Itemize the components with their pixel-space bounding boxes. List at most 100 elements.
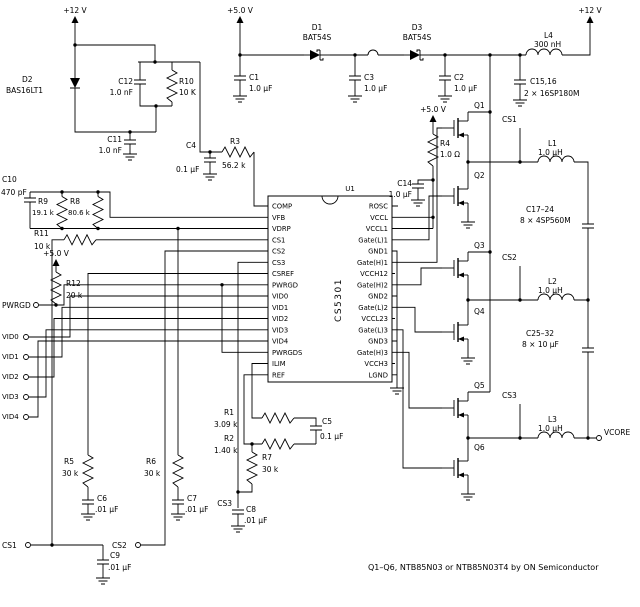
resistor-r4-symbol xyxy=(427,133,439,167)
resistor-r2-symbol xyxy=(261,438,295,450)
r6-value: 30 k xyxy=(144,469,161,478)
r5-value: 30 k xyxy=(62,469,79,478)
ic-pin-label: VCCH3 xyxy=(364,360,388,368)
ground-icon xyxy=(437,95,453,103)
q4-ref: Q4 xyxy=(474,307,485,316)
c25-32-value: 8 × 10 μF xyxy=(522,340,559,349)
inductor-l4-symbol xyxy=(525,48,563,56)
terminal-cs1 xyxy=(25,542,31,548)
d1-value: BAT54S xyxy=(303,33,332,42)
l1-ref: L1 xyxy=(548,139,557,148)
ground-icon xyxy=(347,95,363,103)
ic-pin-label: VDRP xyxy=(272,225,291,233)
r3-ref: R3 xyxy=(230,137,240,146)
ic-pin-label: VID2 xyxy=(272,315,288,323)
resistor-r9-symbol xyxy=(56,196,68,229)
r9-ref: R9 xyxy=(38,197,48,206)
r11-value: 10 k xyxy=(34,242,51,251)
r3-value: 56.2 k xyxy=(222,161,246,170)
r4-value: 1.0 Ω xyxy=(440,150,460,159)
c10-ref: C10 xyxy=(2,175,17,184)
l3-value: 1.0 μH xyxy=(538,424,563,433)
diode-d1-symbol xyxy=(303,49,331,61)
ic-pin-label: VFB xyxy=(272,214,286,222)
diode-d2-symbol xyxy=(69,71,81,97)
c10-value: 470 pF xyxy=(1,188,27,197)
mosfet-q2-symbol xyxy=(441,179,469,213)
ground-icon xyxy=(122,153,138,161)
c8-value: .01 μF xyxy=(244,516,267,525)
ic-pin-label: GND2 xyxy=(368,293,388,301)
c12-ref: C12 xyxy=(118,77,133,86)
resistor-r1-symbol xyxy=(261,412,295,424)
c15-16-ref: C15,16 xyxy=(530,77,557,86)
terminal-vid1 xyxy=(23,354,29,360)
capacitor-c25-32-symbol xyxy=(581,347,595,353)
resistor-r11-symbol xyxy=(63,234,97,246)
capacitor-c11-symbol xyxy=(123,139,137,145)
ic-pin-label: VID4 xyxy=(272,338,288,346)
c15-16-value: 2 × 16SP180M xyxy=(524,89,579,98)
r8-ref: R8 xyxy=(70,197,80,206)
q2-ref: Q2 xyxy=(474,171,485,180)
ground-icon xyxy=(512,99,528,107)
r1-value: 3.09 k xyxy=(214,420,238,429)
ic-left-pin-labels: COMP VFB VDRP CS1 CS2 CS3 CSREF PWRGD VI… xyxy=(272,203,302,380)
r1-ref: R1 xyxy=(224,408,234,417)
c25-32-ref: C25–32 xyxy=(526,329,554,338)
capacitor-c3-symbol xyxy=(348,75,362,81)
ground-icon xyxy=(460,493,476,501)
c11-ref: C11 xyxy=(107,135,122,144)
cs2-sense-label: CS2 xyxy=(502,253,517,262)
ic-pin-label: ROSC xyxy=(369,203,388,211)
rail-12v-left-label: +12 V xyxy=(63,6,87,15)
r5-ref: R5 xyxy=(64,457,74,466)
power-arrow-icon xyxy=(71,15,79,27)
c14-ref: C14 xyxy=(397,179,412,188)
ic-pin-label: VID0 xyxy=(272,293,288,301)
ground-icon xyxy=(232,95,248,103)
vid2-label: VID2 xyxy=(2,373,19,381)
ic-right-pin-labels: ROSC VCCL VCCL1 Gate(L)1 GND1 Gate(H)1 V… xyxy=(357,203,388,380)
r2-value: 1.40 k xyxy=(214,446,238,455)
ic-pin-label: CSREF xyxy=(272,270,294,278)
l2-ref: L2 xyxy=(548,277,557,286)
ground-icon xyxy=(389,387,405,395)
resistor-r10-symbol xyxy=(166,69,178,103)
wires xyxy=(29,26,596,578)
rail-12v-right-label: +12 V xyxy=(578,6,602,15)
mosfet-q6-symbol xyxy=(441,451,469,485)
power-arrow-icon xyxy=(586,15,594,27)
ground-icon xyxy=(95,577,111,585)
ic-pin-label: GND1 xyxy=(368,248,388,256)
rail-5v-mid-label: +5.0 V xyxy=(420,105,447,114)
terminal-vid2 xyxy=(23,374,29,380)
ic-pin-label: Gate(H)2 xyxy=(357,281,388,289)
r10-ref: R10 xyxy=(179,77,194,86)
ic-pin-label: CS1 xyxy=(272,236,285,244)
ic-u1: U1 CS5301 COMP VFB VDRP CS1 CS2 CS3 CSRE… xyxy=(267,185,393,383)
l4-ref: L4 xyxy=(544,31,553,40)
ic-pin-label: VID3 xyxy=(272,326,288,334)
d1-ref: D1 xyxy=(312,23,323,32)
terminal-vcore xyxy=(596,435,602,441)
c1-ref: C1 xyxy=(249,73,259,82)
rail-5v-top-label: +5.0 V xyxy=(227,6,254,15)
vcore-label: VCORE xyxy=(604,428,630,437)
capacitor-c4-symbol xyxy=(203,157,217,163)
c4-value: 0.1 μF xyxy=(176,165,199,174)
c6-ref: C6 xyxy=(97,494,107,503)
capacitor-c12-symbol xyxy=(133,79,147,85)
l3-ref: L3 xyxy=(548,415,557,424)
pwrgd-label: PWRGD xyxy=(2,301,31,310)
mosfet-q3-symbol xyxy=(441,251,469,285)
resistor-r8-symbol xyxy=(92,196,104,229)
power-arrow-icon xyxy=(429,114,437,126)
r7-value: 30 k xyxy=(262,465,279,474)
c17-24-value: 8 × 4SP560M xyxy=(520,216,571,225)
vid1-label: VID1 xyxy=(2,353,19,361)
resistor-r12-symbol xyxy=(50,271,62,305)
r11-ref: R11 xyxy=(34,229,49,238)
r10-value: 10 K xyxy=(179,88,197,97)
power-arrow-icon xyxy=(236,15,244,27)
